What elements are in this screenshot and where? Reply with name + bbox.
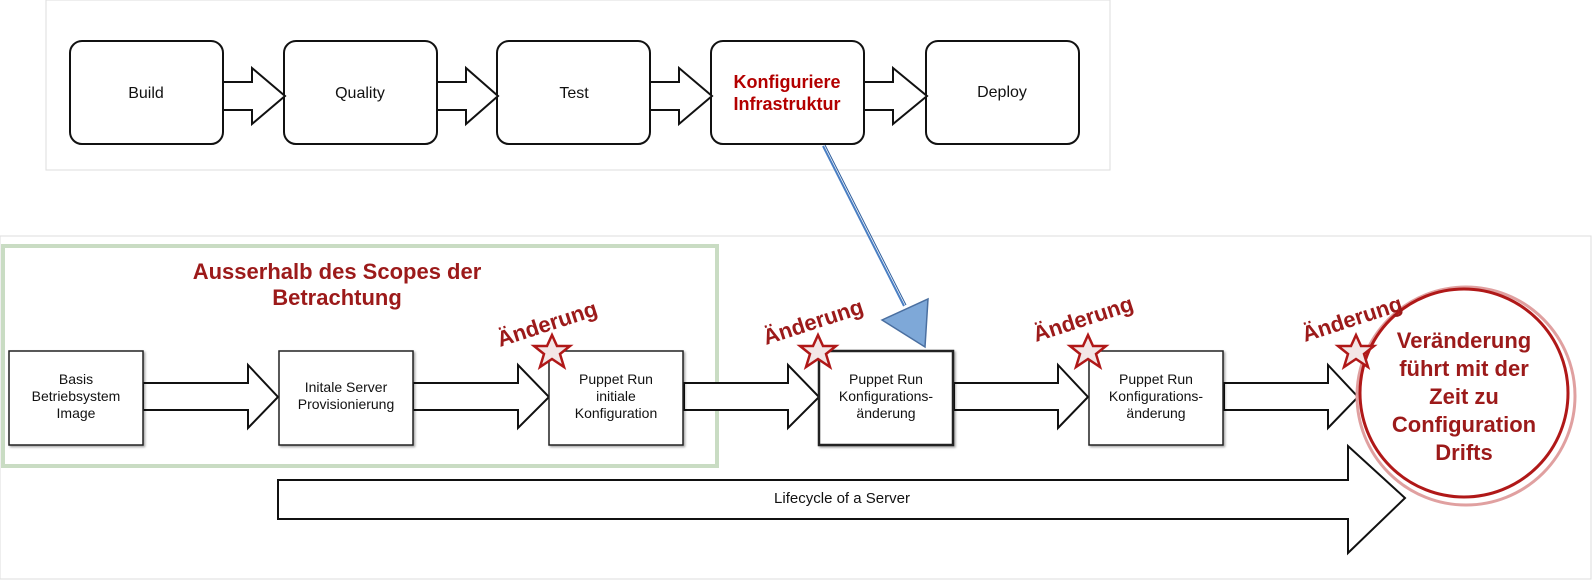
change-star-icon: [530, 331, 574, 370]
lifecycle-node-config-change-1-line-3: änderung: [856, 405, 915, 421]
lifecycle-node-initial-config-line-1: Puppet Run: [579, 371, 653, 387]
lifecycle-node-provisioning-line-1: Initale Server: [305, 379, 388, 395]
lifecycle-node-base-image: [8, 350, 144, 446]
lifecycle-step-arrow-5: [1223, 362, 1360, 431]
lifecycle-panel: [0, 235, 1592, 580]
lifecycle-node-base-image-line-3: Image: [57, 405, 96, 421]
drift-text-line-2: führt mit der: [1399, 356, 1529, 381]
drift-text-line-3: Zeit zu: [1429, 384, 1499, 409]
lifecycle-node-initial-config-line-3: Konfiguration: [575, 405, 658, 421]
drift-text-line-5: Drifts: [1435, 440, 1492, 465]
change-star-icon: [796, 331, 840, 370]
pipeline-arrow-1: [222, 65, 287, 127]
lifecycle-node-base-image-line-1: Basis: [59, 371, 93, 387]
lifecycle-node-config-change-1: [817, 349, 955, 447]
pipeline-panel: Build Quality Test Konfiguriere Infrastr…: [45, 0, 1111, 171]
lifecycle-node-initial-config: [548, 350, 684, 446]
pipeline-step-deploy-label: Deploy: [977, 84, 1027, 101]
lifecycle-node-config-change-1-line-2: Konfigurations-: [839, 388, 934, 404]
lifecycle-node-config-change-1-line-1: Puppet Run: [849, 371, 923, 387]
lifecycle-node-config-change-2-line-3: änderung: [1126, 405, 1185, 421]
lifecycle-step-arrow-4: [953, 362, 1090, 431]
lifecycle-node-provisioning-line-2: Provisionierung: [298, 396, 395, 412]
lifecycle-node-initial-config-line-2: initiale: [596, 388, 636, 404]
out-of-scope-box: [1, 244, 719, 468]
pipeline-step-build-label: Build: [128, 85, 164, 102]
pipeline-step-quality-label: Quality: [335, 85, 385, 102]
change-star-icon: [1066, 331, 1110, 370]
pipeline-step-configure-label-1: Konfiguriere: [733, 72, 840, 92]
lifecycle-step-arrow-3: [683, 362, 821, 431]
pipeline-arrow-2: [436, 65, 500, 127]
connector-arrow: [822, 144, 929, 349]
lifecycle-arrow-label: Lifecycle of a Server: [774, 490, 910, 507]
lifecycle-step-arrow-2: [412, 362, 551, 431]
lifecycle-node-config-change-2: [1088, 350, 1224, 446]
drift-text-line-4: Configuration: [1392, 412, 1536, 437]
change-star-icon: [1334, 331, 1378, 370]
pipeline-arrow-3: [649, 65, 714, 127]
lifecycle-node-provisioning: [278, 350, 414, 446]
pipeline-step-deploy: [925, 40, 1080, 145]
change-label: Änderung: [1030, 291, 1137, 347]
lifecycle-node-config-change-2-line-2: Konfigurations-: [1109, 388, 1204, 404]
lifecycle-node-config-change-2-line-1: Puppet Run: [1119, 371, 1193, 387]
drift-text-line-1: Veränderung: [1397, 328, 1531, 353]
pipeline-step-test-label: Test: [559, 85, 589, 102]
lifecycle-step-arrow-1: [142, 362, 280, 431]
out-of-scope-title-1: Ausserhalb des Scopes der: [193, 259, 482, 284]
drift-circle: [1358, 287, 1570, 499]
lifecycle-node-base-image-line-2: Betriebsystem: [32, 388, 121, 404]
change-label: Änderung: [760, 294, 867, 350]
lifecycle-arrow: [277, 443, 1407, 556]
pipeline-arrow-4: [863, 65, 929, 127]
out-of-scope-title-2: Betrachtung: [272, 285, 402, 310]
pipeline-step-configure: [710, 40, 865, 145]
pipeline-step-configure-label-2: Infrastruktur: [733, 94, 840, 114]
